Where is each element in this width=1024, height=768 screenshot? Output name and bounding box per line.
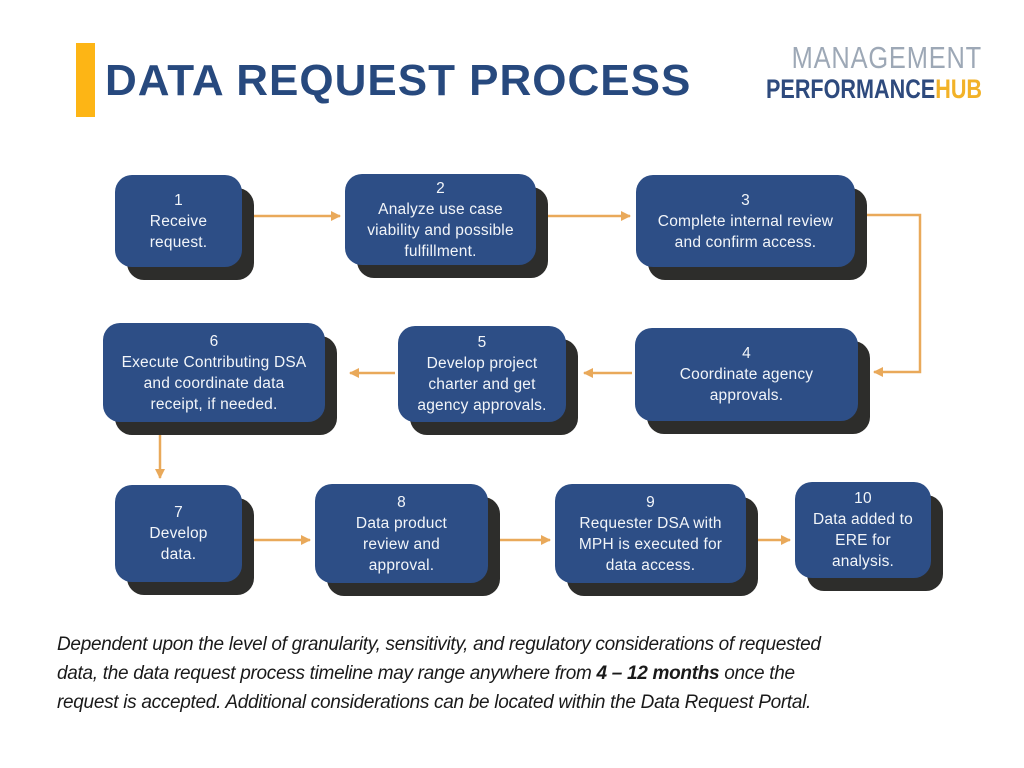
step-number: 4 <box>742 345 751 362</box>
arrow-step3-to-step4 <box>856 213 922 377</box>
page-title: DATA REQUEST PROCESS <box>105 56 692 105</box>
step-box-6: 6 Execute Contributing DSA and coordinat… <box>103 323 325 422</box>
mph-logo: MANAGEMENT PERFORMANCEHUB <box>712 42 982 103</box>
step-number: 1 <box>174 191 183 209</box>
step-label: Analyze use case viability and possible … <box>367 200 514 260</box>
step-label: Data product review and approval. <box>355 514 448 574</box>
footnote-line3: request is accepted. Additional consider… <box>57 692 812 713</box>
title-accent-bar <box>76 43 95 117</box>
timeline-footnote: Dependent upon the level of granularity,… <box>57 630 997 717</box>
footnote-line2-post: once the <box>719 663 795 684</box>
logo-performancehub-text: PERFORMANCEHUB <box>766 76 982 103</box>
step-number: 9 <box>646 493 655 511</box>
step-label: Complete internal review and confirm acc… <box>657 212 834 251</box>
step-box-8: 8 Data product review and approval. <box>315 484 488 583</box>
step-label: Coordinate agency approvals. <box>679 366 814 404</box>
step-number: 7 <box>174 504 183 521</box>
step-label: Execute Contributing DSA and coordinate … <box>121 353 307 413</box>
footnote-line2-pre: data, the data request process timeline … <box>57 663 597 684</box>
logo-management-text: MANAGEMENT <box>791 40 982 75</box>
step-label: Requester DSA with MPH is executed for d… <box>578 514 723 574</box>
step-box-9: 9 Requester DSA with MPH is executed for… <box>555 484 746 583</box>
step-box-3: 3 Complete internal review and confirm a… <box>636 175 855 267</box>
step-label: Receive request. <box>149 212 208 251</box>
step-box-7: 7 Develop data. <box>115 485 242 582</box>
logo-hub-text: HUB <box>935 74 982 104</box>
step-number: 8 <box>397 493 406 511</box>
footnote-months-bold: 4 – 12 months <box>596 663 720 684</box>
step-number: 3 <box>741 191 750 209</box>
step-box-1: 1 Receive request. <box>115 175 242 267</box>
step-label: Develop project charter and get agency a… <box>417 355 547 414</box>
logo-performance-text: PERFORMANCE <box>765 74 936 104</box>
step-label: Data added to ERE for analysis. <box>813 511 913 570</box>
step-number: 6 <box>209 332 219 350</box>
footnote-line1: Dependent upon the level of granularity,… <box>57 634 821 655</box>
step-box-2: 2 Analyze use case viability and possibl… <box>345 174 536 265</box>
step-box-10: 10 Data added to ERE for analysis. <box>795 482 931 578</box>
step-number: 2 <box>436 179 445 197</box>
step-number: 5 <box>477 334 487 351</box>
step-box-5: 5 Develop project charter and get agency… <box>398 326 566 422</box>
step-box-4: 4 Coordinate agency approvals. <box>635 328 858 421</box>
step-number: 10 <box>854 490 872 507</box>
step-label: Develop data. <box>149 525 208 563</box>
